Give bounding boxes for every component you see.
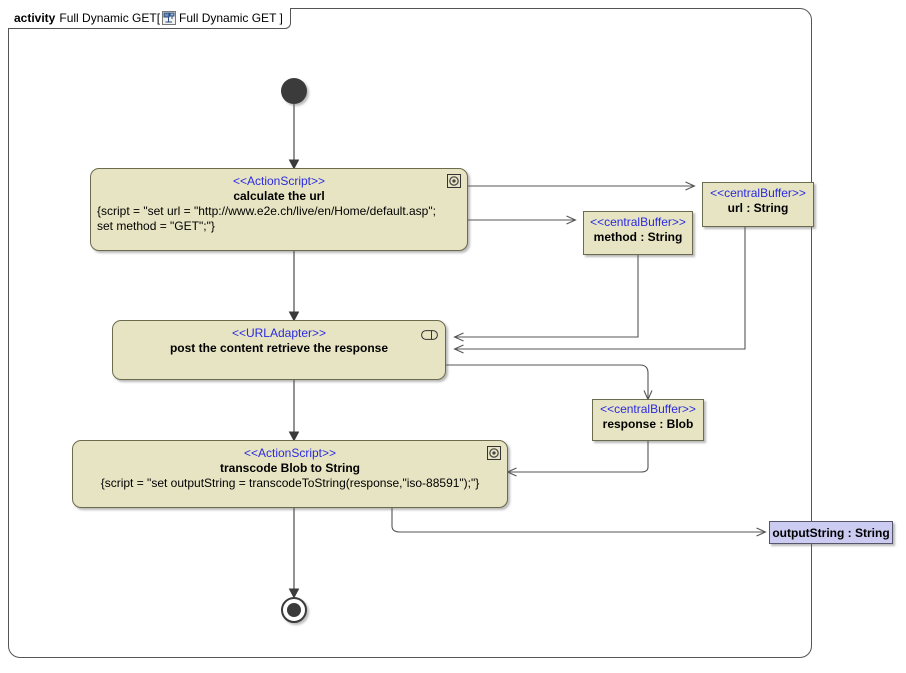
central-buffer-url[interactable]: <<centralBuffer>> url : String bbox=[702, 182, 814, 227]
node-name-label: calculate the url bbox=[233, 189, 325, 203]
activity-frame bbox=[8, 8, 812, 658]
node-script-body: {script = "set outputString = transcodeT… bbox=[100, 476, 480, 490]
action-script-icon bbox=[487, 446, 501, 460]
stereotype-label: <<centralBuffer>> bbox=[600, 402, 696, 416]
activity-diagram-icon bbox=[162, 11, 177, 25]
stereotype-label: <<URLAdapter>> bbox=[231, 326, 327, 340]
action-node-url-adapter[interactable]: <<URLAdapter>> post the content retrieve… bbox=[112, 320, 446, 380]
activity-frame-header: activity Full Dynamic GET[ Full Dynamic … bbox=[8, 8, 291, 29]
action-node-calculate-the-url[interactable]: <<ActionScript>> calculate the url {scri… bbox=[90, 168, 468, 251]
stereotype-label: <<centralBuffer>> bbox=[710, 186, 806, 200]
initial-node[interactable] bbox=[281, 78, 307, 104]
node-name-label: url : String bbox=[727, 201, 789, 215]
frame-name: Full Dynamic GET[ bbox=[59, 11, 161, 25]
frame-keyword: activity bbox=[14, 11, 56, 25]
stereotype-label: <<ActionScript>> bbox=[243, 446, 337, 460]
node-name-label: transcode Blob to String bbox=[219, 461, 360, 475]
action-node-transcode-blob-to-string[interactable]: <<ActionScript>> transcode Blob to Strin… bbox=[72, 440, 508, 508]
node-name-label: post the content retrieve the response bbox=[169, 341, 389, 355]
central-buffer-method[interactable]: <<centralBuffer>> method : String bbox=[583, 211, 693, 255]
activity-final-node[interactable] bbox=[281, 597, 307, 623]
url-adapter-icon bbox=[421, 327, 438, 340]
node-script-body: {script = "set url = "http://www.e2e.ch/… bbox=[97, 204, 436, 233]
stereotype-label: <<centralBuffer>> bbox=[590, 215, 686, 229]
node-name-label: method : String bbox=[593, 230, 683, 244]
action-script-icon bbox=[447, 174, 461, 188]
central-buffer-response[interactable]: <<centralBuffer>> response : Blob bbox=[592, 399, 704, 441]
output-pin-outputstring[interactable]: outputString : String bbox=[769, 521, 893, 544]
frame-tab-name: Full Dynamic GET ] bbox=[179, 11, 283, 25]
output-pin-label: outputString : String bbox=[772, 525, 890, 540]
node-name-label: response : Blob bbox=[602, 417, 694, 431]
stereotype-label: <<ActionScript>> bbox=[232, 174, 326, 188]
